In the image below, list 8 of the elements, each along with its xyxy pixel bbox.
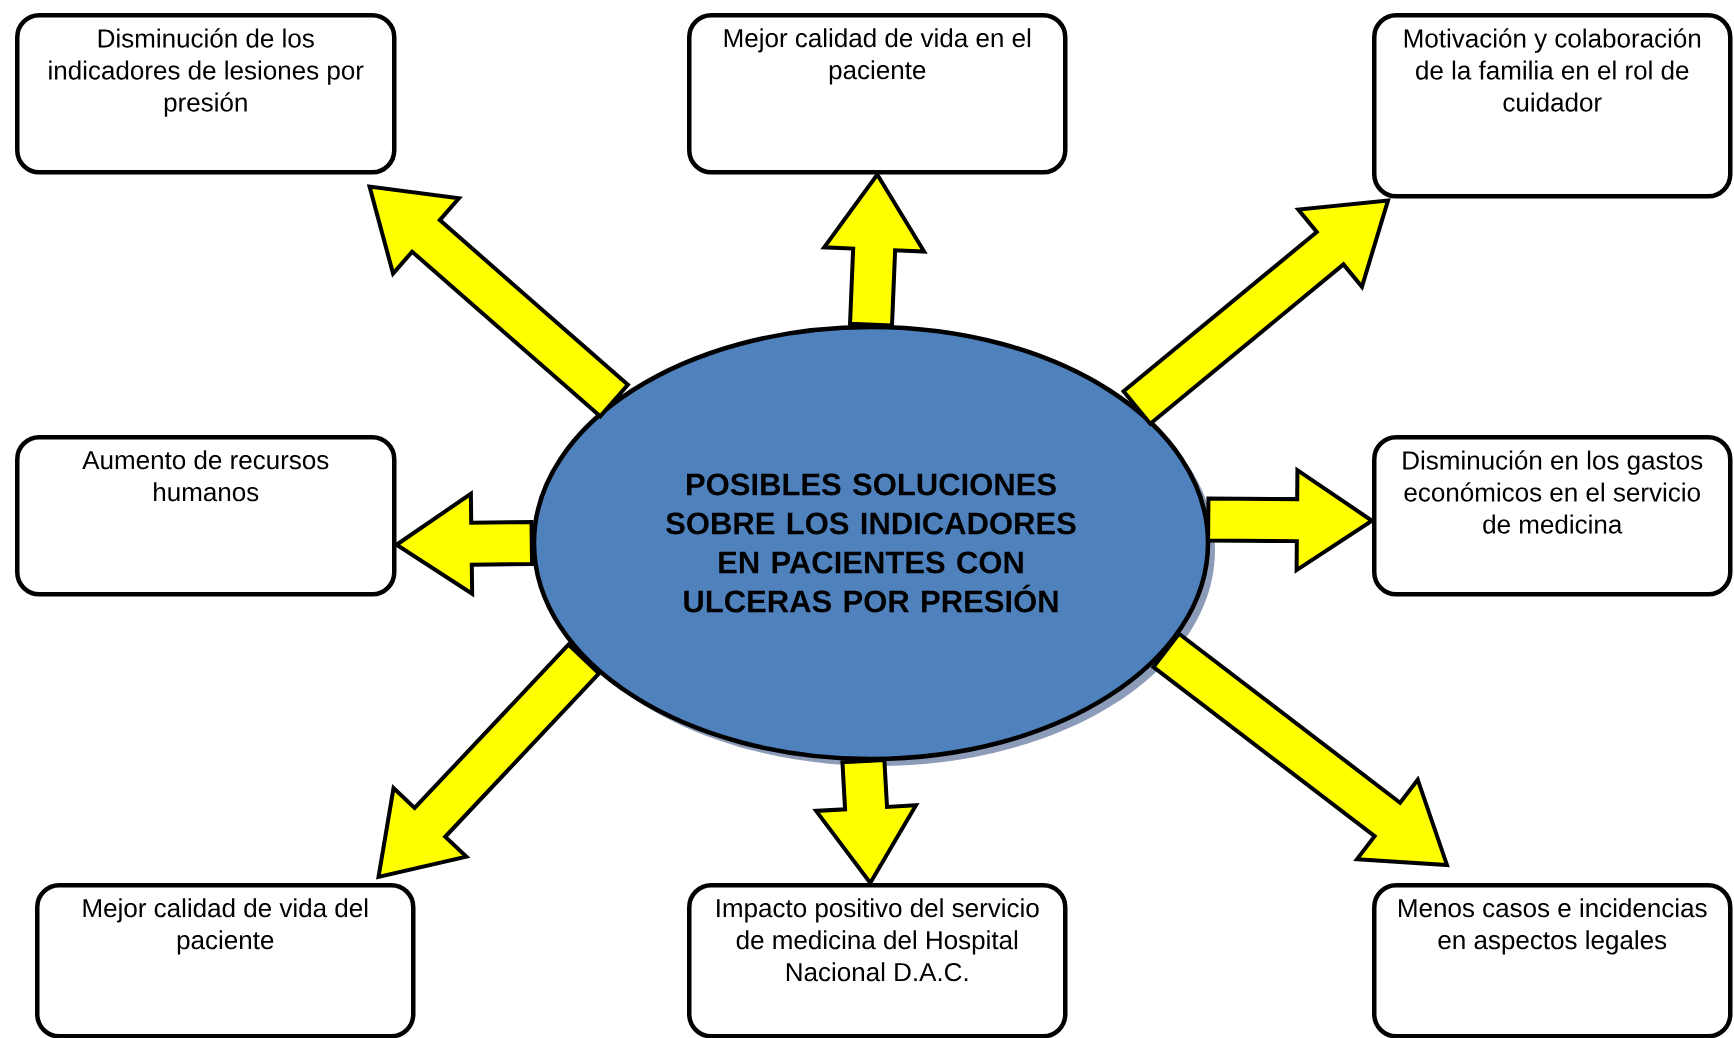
- text-box: Motivación y colaboración de la familia en el rol de cuidador: [1372, 13, 1733, 199]
- text-box: Mejor calidad de vida en el paciente: [687, 13, 1068, 175]
- text-box: Aumento de recursos humanos: [15, 435, 397, 597]
- text-box: Disminución de los indicadores de lesiones por presión: [15, 13, 397, 175]
- text-box: Mejor calidad de vida del paciente: [35, 883, 416, 1038]
- text-box: Menos casos e incidencias en aspectos legales: [1372, 883, 1733, 1038]
- text-box: Impacto positivo del servicio de medicina del Hospital Nacional D.A.C.: [687, 883, 1068, 1038]
- text-box: Disminución en los gastos económicos en el servicio de medicina: [1372, 435, 1733, 597]
